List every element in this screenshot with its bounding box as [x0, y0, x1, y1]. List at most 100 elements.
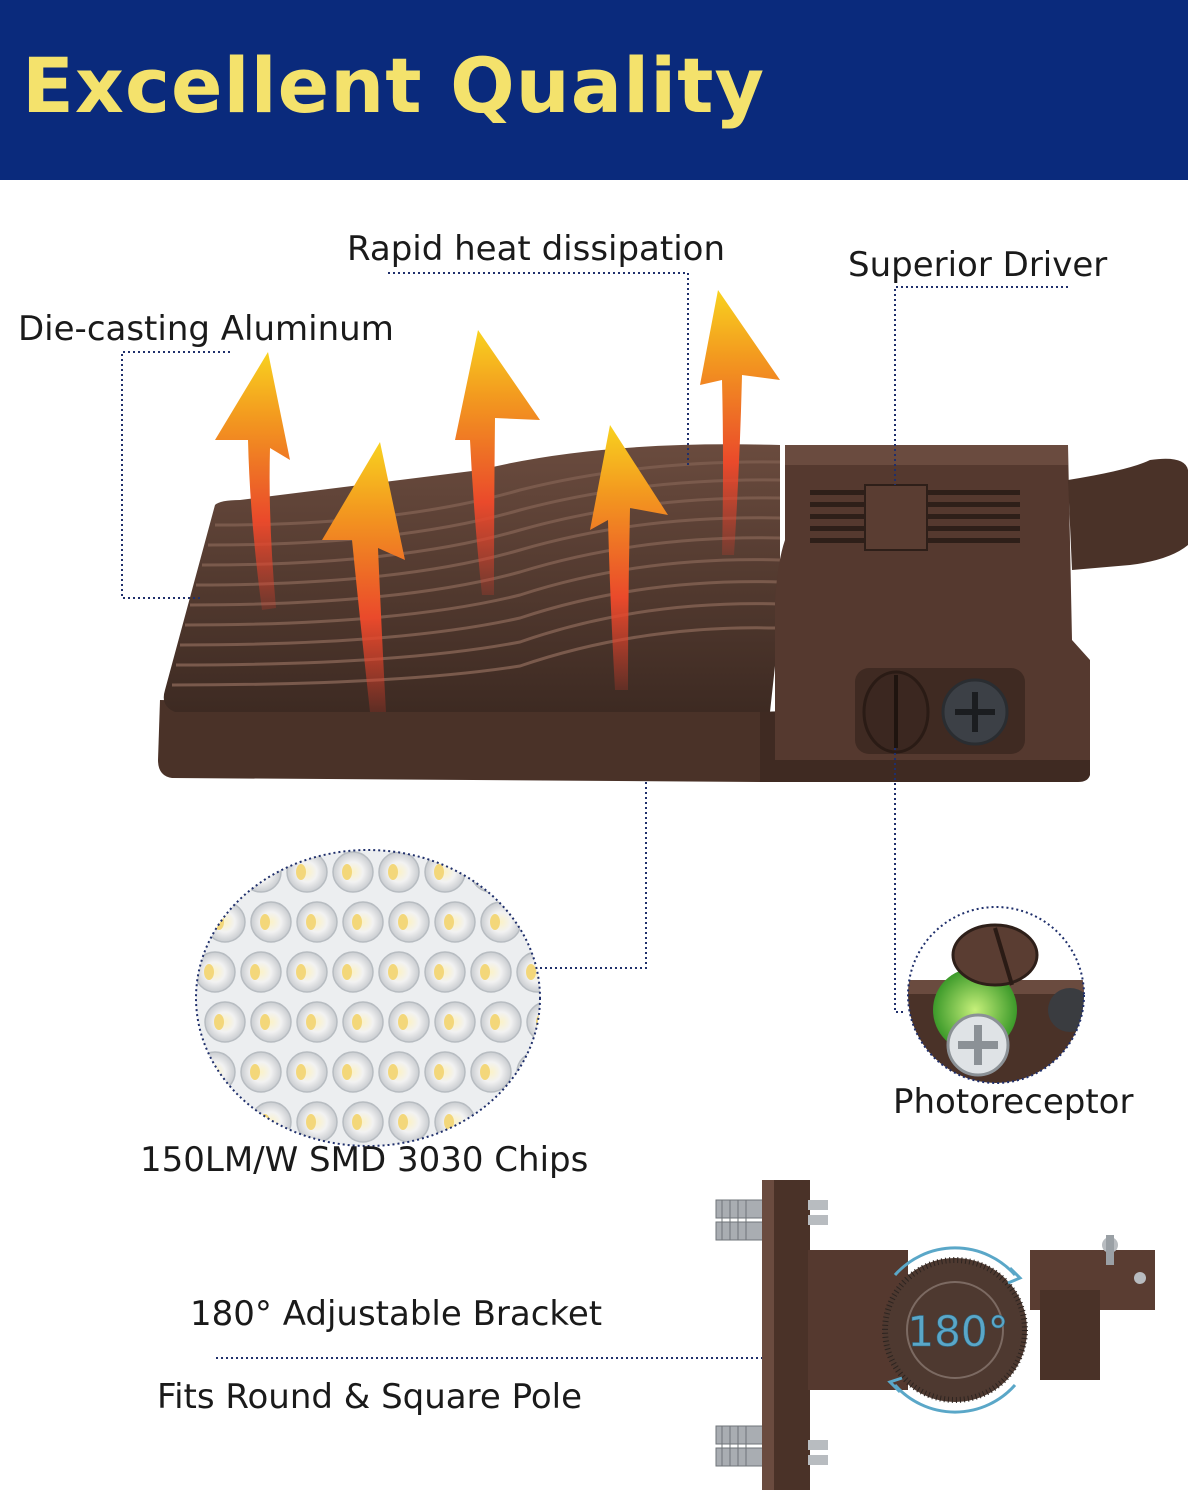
heat-arrow-icon	[215, 352, 290, 610]
led-chip	[388, 901, 430, 943]
callout-die-casting: Die-casting Aluminum	[18, 309, 394, 349]
led-chip	[332, 1051, 374, 1093]
led-chip	[424, 951, 466, 993]
led-phosphor	[526, 864, 536, 880]
photocell-icon	[862, 670, 930, 754]
led-chip	[296, 1101, 338, 1143]
led-phosphor	[352, 914, 362, 930]
led-phosphor	[444, 1114, 454, 1130]
led-phosphor	[214, 1114, 224, 1130]
led-chip	[250, 901, 292, 943]
led-phosphor	[398, 914, 408, 930]
led-chip	[240, 951, 282, 993]
led-phosphor	[296, 1064, 306, 1080]
led-phosphor	[444, 1014, 454, 1030]
led-chip	[378, 951, 420, 993]
callout-chips: 150LM/W SMD 3030 Chips	[140, 1140, 589, 1180]
led-phosphor	[250, 964, 260, 980]
led-phosphor	[490, 1114, 500, 1130]
led-phosphor	[434, 864, 444, 880]
callout-bracket: 180° Adjustable Bracket	[190, 1294, 603, 1334]
led-chip	[204, 1001, 246, 1043]
led-chip	[196, 951, 236, 993]
led-phosphor	[352, 1014, 362, 1030]
led-chip	[480, 901, 522, 943]
led-chip	[332, 951, 374, 993]
led-chip	[388, 1101, 430, 1143]
led-phosphor	[388, 864, 398, 880]
heat-arrows	[215, 290, 780, 712]
heat-arrow-icon	[322, 442, 405, 712]
led-phosphor	[342, 964, 352, 980]
led-phosphor	[388, 1064, 398, 1080]
led-phosphor	[306, 1014, 316, 1030]
banner-title: Excellent Quality	[22, 41, 766, 130]
photoreceptor-magnifier	[907, 906, 1085, 1084]
led-chip	[296, 901, 338, 943]
leader-driver	[894, 286, 1068, 485]
callout-heat-dissipation: Rapid heat dissipation	[347, 229, 726, 269]
led-chip	[342, 901, 384, 943]
led-chip	[332, 851, 374, 893]
leader-die-casting	[121, 351, 230, 599]
led-chip	[526, 1001, 540, 1043]
leader-chips	[540, 782, 647, 969]
led-phosphor	[250, 864, 260, 880]
led-phosphor	[444, 914, 454, 930]
led-chip	[204, 901, 246, 943]
led-chip	[470, 1051, 512, 1093]
heat-arrow-icon	[455, 330, 540, 595]
led-phosphor	[388, 964, 398, 980]
led-chip	[296, 1001, 338, 1043]
led-phosphor	[434, 964, 444, 980]
led-phosphor	[260, 914, 270, 930]
led-chip	[342, 1001, 384, 1043]
led-phosphor	[204, 964, 214, 980]
led-phosphor	[434, 1064, 444, 1080]
led-chip	[378, 851, 420, 893]
led-chip	[286, 1051, 328, 1093]
led-phosphor	[204, 864, 214, 880]
led-chip	[240, 1051, 282, 1093]
screw-icon	[941, 678, 1009, 746]
led-chip	[526, 901, 540, 943]
led-phosphor	[398, 1014, 408, 1030]
led-phosphor	[536, 1014, 540, 1030]
led-phosphor	[526, 1064, 536, 1080]
heat-arrow-icon	[700, 290, 780, 555]
bracket-illustration: 180°	[715, 1180, 1155, 1490]
rotation-arrow-icon	[887, 1246, 1023, 1414]
led-chip	[516, 1051, 540, 1093]
led-chip	[424, 851, 466, 893]
led-chip	[196, 1051, 236, 1093]
led-chip-magnifier	[195, 849, 541, 1147]
led-phosphor	[296, 864, 306, 880]
led-phosphor	[480, 864, 490, 880]
heat-arrow-icon	[590, 425, 668, 690]
led-chip	[470, 951, 512, 993]
led-chip	[388, 1001, 430, 1043]
led-chip	[480, 1101, 522, 1143]
led-chip	[204, 1101, 246, 1143]
led-phosphor	[214, 914, 224, 930]
led-chip	[286, 951, 328, 993]
led-phosphor	[342, 1064, 352, 1080]
led-chip	[250, 1101, 292, 1143]
led-phosphor	[490, 1014, 500, 1030]
led-chip	[434, 901, 476, 943]
led-phosphor	[536, 1114, 540, 1130]
led-phosphor	[260, 1014, 270, 1030]
led-phosphor	[480, 1064, 490, 1080]
bracket-dial-label: 180°	[907, 1307, 1008, 1356]
led-chip	[378, 1051, 420, 1093]
led-chip	[526, 1101, 540, 1143]
led-phosphor	[490, 914, 500, 930]
led-phosphor	[536, 914, 540, 930]
led-chip	[434, 1101, 476, 1143]
screw-icon	[946, 1013, 1010, 1077]
led-phosphor	[480, 964, 490, 980]
led-chip	[480, 1001, 522, 1043]
led-chip	[196, 851, 236, 893]
led-chip	[240, 851, 282, 893]
